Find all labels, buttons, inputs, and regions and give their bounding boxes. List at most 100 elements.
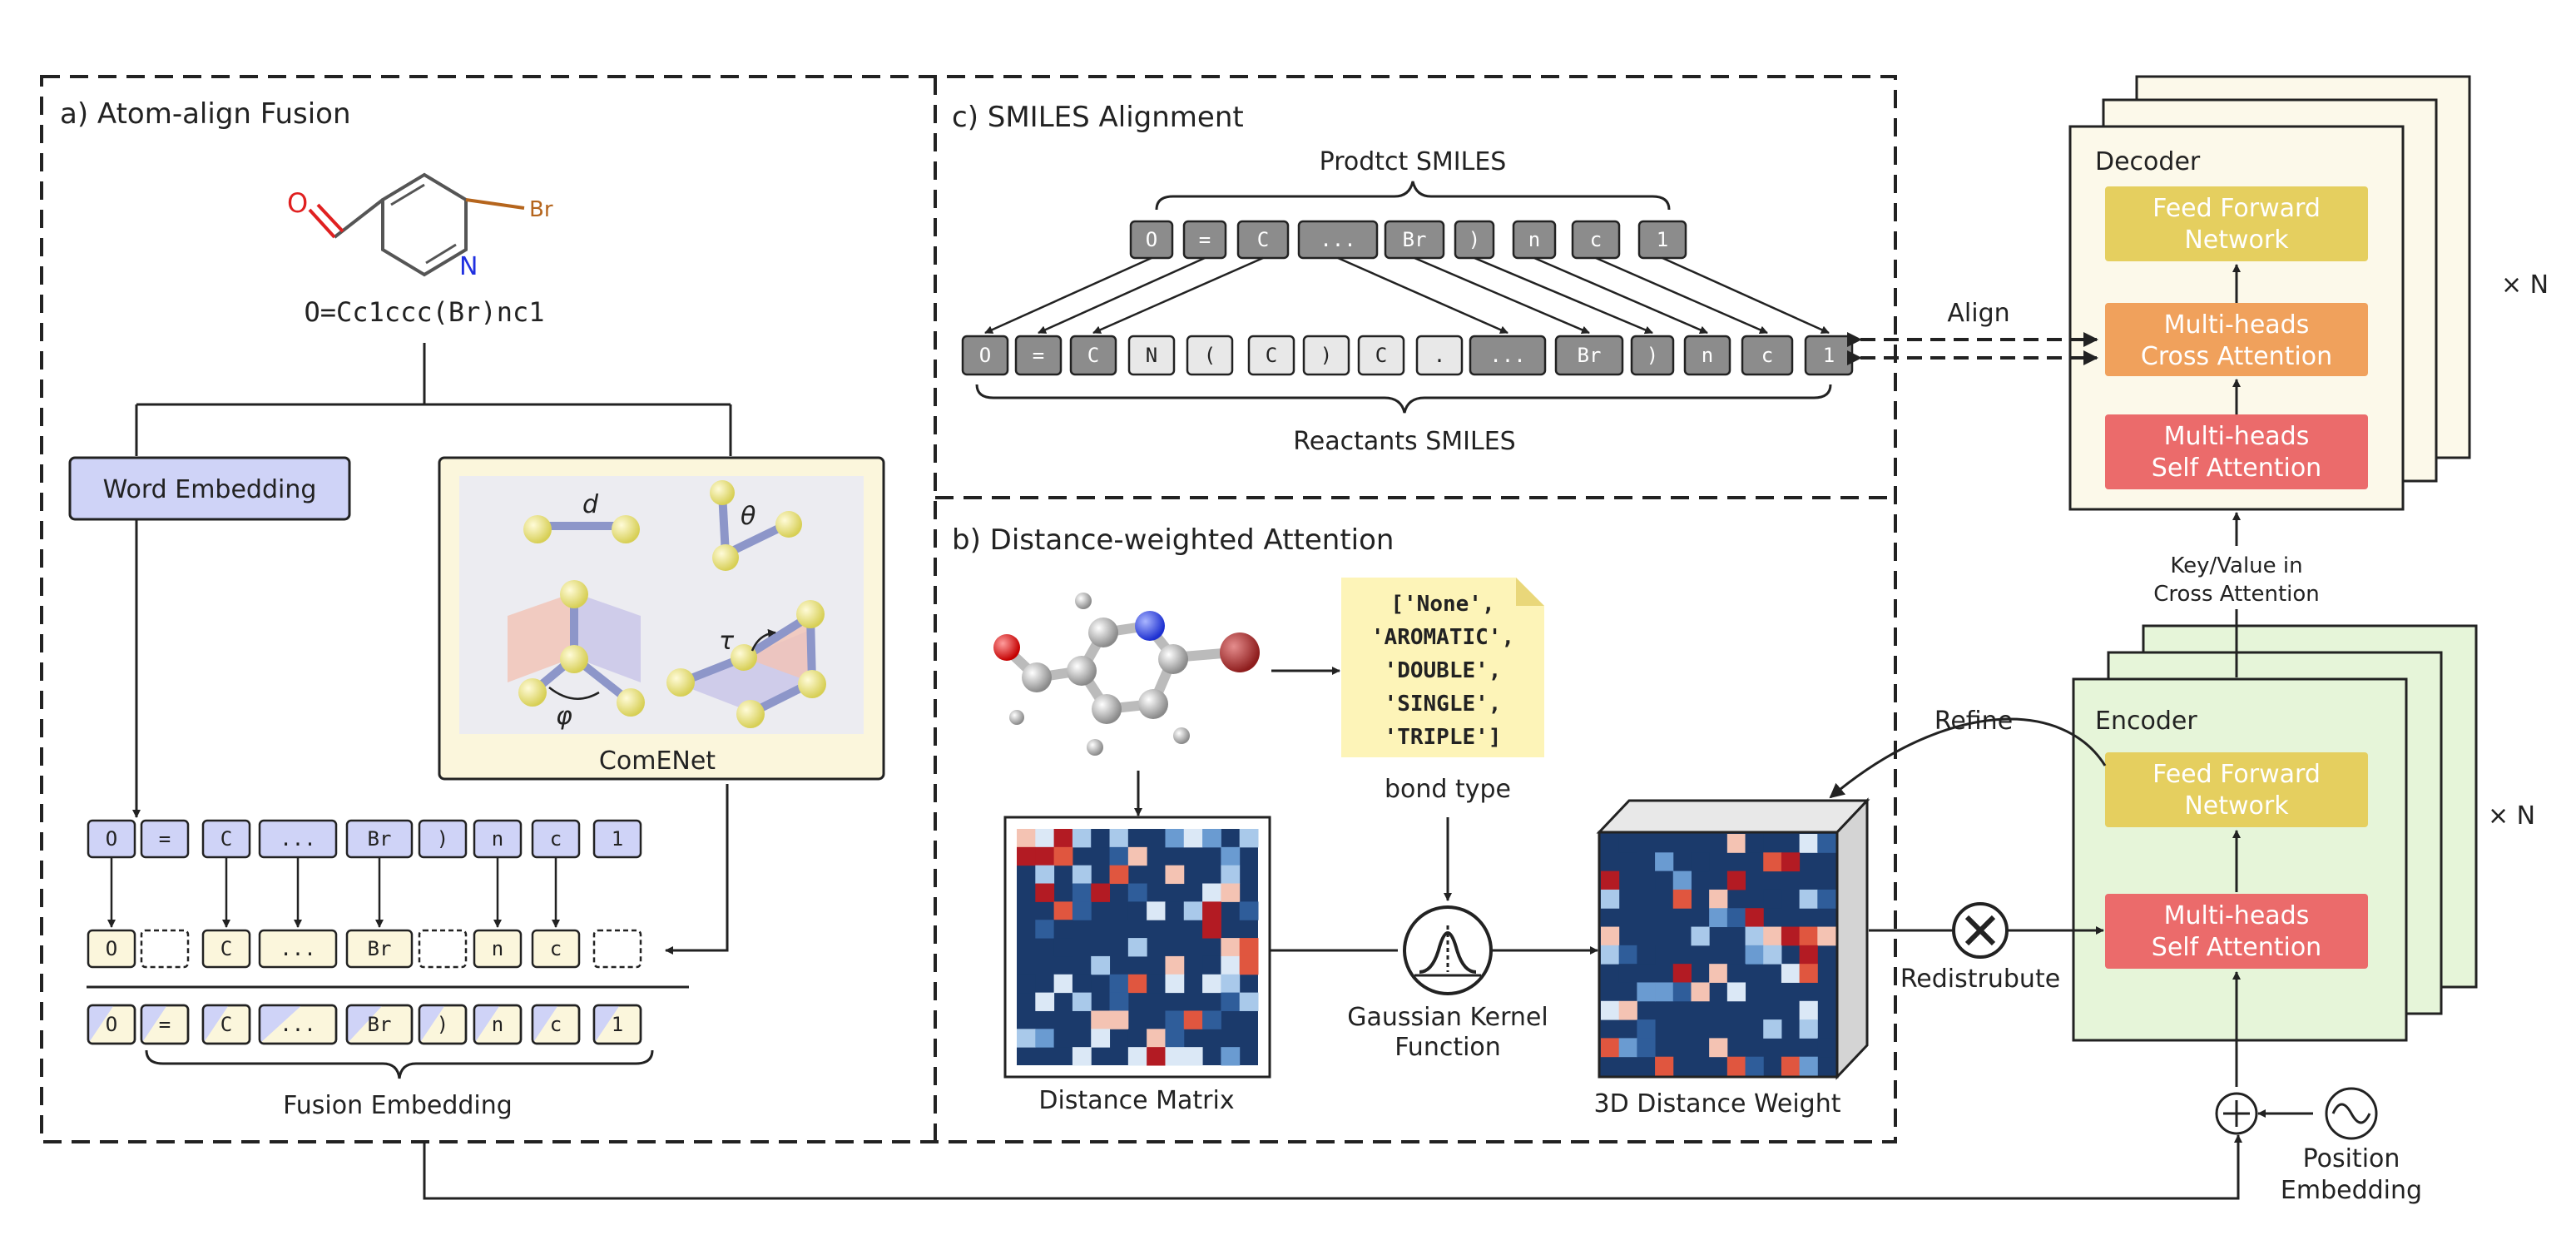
sine-wave-icon [2325, 1087, 2378, 1140]
distance-weight-cell [1709, 964, 1728, 983]
reactant-token-text: C [1266, 344, 1277, 367]
geom-phi-symbol: φ [556, 702, 572, 731]
word-token-text: Br [368, 827, 392, 851]
molecule-n-label: N [459, 252, 478, 281]
distance-matrix-label: Distance Matrix [1038, 1086, 1234, 1115]
encoder-self-attention-box [2105, 894, 2368, 969]
refine-arrow [1829, 717, 2107, 799]
distance-weight-cell [1672, 982, 1692, 1002]
reactant-token-box [1069, 335, 1117, 376]
aligned-token-box [258, 929, 338, 969]
distance-matrix-cell [1091, 955, 1111, 975]
comenet-arrow [665, 784, 729, 955]
word-token-text: ) [437, 827, 448, 851]
distance-weight-cell [1601, 1038, 1620, 1058]
fusion-token-text: ) [437, 1013, 448, 1036]
fusion-token-outline [418, 1004, 468, 1045]
molecule-o-label: O [287, 187, 308, 219]
word-token-text: O [106, 827, 117, 851]
distance-weight-cell [1637, 982, 1656, 1002]
distance-matrix-cell [1072, 829, 1092, 848]
distance-weight-cell [1799, 889, 1818, 909]
distance-matrix-cell [1109, 974, 1129, 994]
distance-matrix-cell [1221, 1047, 1241, 1066]
refine-label: Refine [1934, 707, 2013, 736]
distance-matrix-cell [1127, 901, 1147, 920]
smiles-link-arrow [1662, 256, 1830, 335]
encoder-ffn-line1: Feed Forward [2152, 760, 2321, 789]
distance-weight-cell [1817, 834, 1836, 853]
distance-matrix-cell [1091, 883, 1111, 902]
distance-matrix-cell [1165, 1010, 1185, 1029]
outer-dashed-frame [40, 75, 1897, 1143]
distance-matrix-cell [1239, 829, 1259, 848]
aligned-token-box [87, 929, 136, 969]
reactant-token-text: 1 [1823, 344, 1835, 367]
distance-matrix-cell [1202, 920, 1221, 939]
smiles-link-arrow [1533, 256, 1708, 335]
distance-matrix-cell [1183, 1010, 1203, 1029]
distance-weight-cell [1745, 945, 1764, 965]
distance-matrix-cell [1239, 955, 1259, 975]
smiles-link-arrow [1337, 256, 1508, 335]
smiles-link-arrow [1595, 256, 1768, 335]
product-smiles-label: Prodtct SMILES [1320, 147, 1507, 176]
product-token-text: O [1146, 228, 1157, 251]
distance-matrix-cell [1202, 974, 1221, 994]
distance-matrix-cell [1165, 1047, 1185, 1066]
decoder-ffn-line2: Network [2184, 226, 2289, 255]
fusion-token-text: c [550, 1013, 562, 1036]
distance-weight-cell [1763, 1019, 1782, 1039]
distance-matrix-cell [1239, 992, 1259, 1011]
aligned-token-box [201, 929, 251, 969]
fusion-token-outline [473, 1004, 523, 1045]
distance-matrix-frame [1003, 816, 1271, 1079]
decoder-label: Decoder [2095, 147, 2201, 176]
product-token-text: = [1199, 228, 1211, 251]
fusion-token-text: C [220, 1013, 232, 1036]
distance-weight-cell [1745, 908, 1764, 928]
fusion-token-shade [203, 1005, 229, 1044]
distance-weight-cell [1726, 1056, 1746, 1076]
decoder-self-line2: Self Attention [2152, 454, 2321, 483]
word-token-text: C [220, 827, 232, 851]
word-token-text: n [492, 827, 503, 851]
reactant-token-text: Br [1578, 344, 1602, 367]
fusion-token-outline [201, 1004, 251, 1045]
word-embedding-box [68, 456, 351, 521]
product-brace [1155, 181, 1671, 211]
distance-weight-cell [1709, 889, 1728, 909]
distance-matrix-cell [1221, 865, 1241, 885]
aligned-token-text: ... [280, 937, 315, 960]
distance-matrix-cell [1221, 974, 1241, 994]
reactant-token-box [961, 335, 1009, 376]
fusion-brace [145, 1049, 654, 1079]
panel-a-title: a) Atom-align Fusion [60, 97, 351, 131]
reactant-token-box [1415, 335, 1464, 376]
fusion-token-shade [474, 1005, 500, 1044]
smiles-link-arrow [1038, 256, 1206, 335]
token-align-arrows [107, 857, 560, 928]
decoder-stack: Decoder Feed Forward Network Multi-heads… [2068, 75, 2471, 511]
distance-weight-cell [1817, 926, 1836, 946]
encoder-stack: Encoder Feed Forward Network Multi-heads… [2072, 624, 2478, 1042]
decoder-self-line1: Multi-heads [2164, 422, 2310, 451]
reactant-token-box [1683, 335, 1731, 376]
aligned-token-box [473, 929, 523, 969]
distance-matrix-cell [1127, 846, 1147, 866]
aligned-token-box [592, 929, 642, 969]
distance-matrix-cell [1127, 1029, 1147, 1048]
aligned-token-text: c [550, 937, 562, 960]
add-icon [2215, 1092, 2258, 1135]
distance-matrix-cell [1221, 938, 1241, 957]
multiply-icon [1952, 902, 2009, 959]
distance-weight-heatmap [1601, 834, 1836, 1076]
distance-matrix-cell [1221, 846, 1241, 866]
distance-weight-cell [1799, 1019, 1818, 1039]
distance-matrix-cell [1147, 1047, 1166, 1066]
decoder-ffn-line1: Feed Forward [2152, 194, 2321, 223]
distance-weight-cell [1655, 1056, 1674, 1076]
encoder-ffn-line2: Network [2184, 791, 2289, 821]
